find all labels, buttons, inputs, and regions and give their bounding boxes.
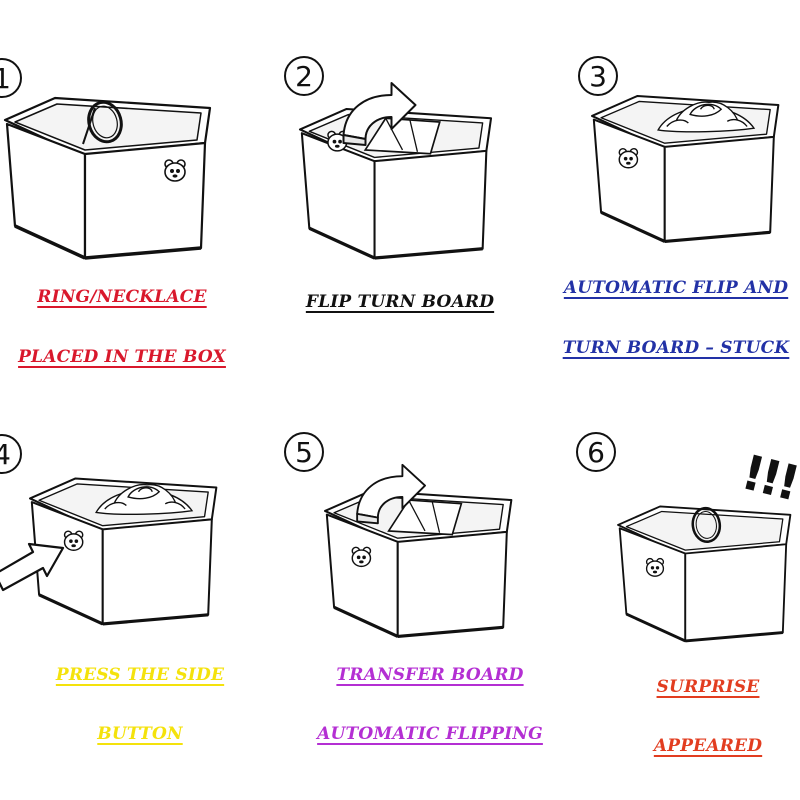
- step-2-caption-line-1: FLIP TURN BOARD: [305, 292, 495, 312]
- step-6-caption-line-1: SURPRISE: [656, 677, 760, 697]
- step-number-2: 2: [284, 56, 324, 96]
- step-number-1: 1: [0, 58, 22, 98]
- step-number-3: 3: [578, 56, 618, 96]
- step-5-caption-line-2: AUTOMATIC FLIPPING: [317, 724, 543, 744]
- press-arrow-icon: [0, 542, 65, 592]
- step-4-caption-line-2: BUTTON: [97, 724, 183, 744]
- step-1-caption-line-2: PLACED IN THE BOX: [18, 347, 226, 367]
- step-number-6: 6: [576, 432, 616, 472]
- box-icon: [323, 489, 513, 638]
- step-3-caption-line-1: AUTOMATIC FLIP AND: [563, 278, 789, 298]
- step-4-caption-line-1: PRESS THE SIDE: [55, 665, 225, 685]
- step-number-5: 5: [284, 432, 324, 472]
- step-6-caption-line-2: APPEARED: [653, 736, 763, 756]
- bear-button-icon: [618, 147, 639, 169]
- step-1-caption-line-1: RING/NECKLACE: [37, 287, 207, 307]
- step-number-4: 4: [0, 434, 22, 474]
- step-5-caption-line-1: TRANSFER BOARD: [336, 665, 524, 685]
- flip-arrow-icon: [356, 463, 426, 525]
- box-icon: [3, 96, 212, 260]
- bear-button-icon: [645, 557, 665, 577]
- bear-button-icon: [351, 546, 372, 568]
- box-icon: [616, 504, 792, 643]
- bear-button-icon: [164, 159, 186, 182]
- flip-arrow-icon: [342, 82, 417, 146]
- box-icon: [298, 107, 493, 260]
- box-icon: [590, 94, 780, 243]
- step-3-caption-line-2: TURN BOARD – STUCK: [562, 338, 790, 358]
